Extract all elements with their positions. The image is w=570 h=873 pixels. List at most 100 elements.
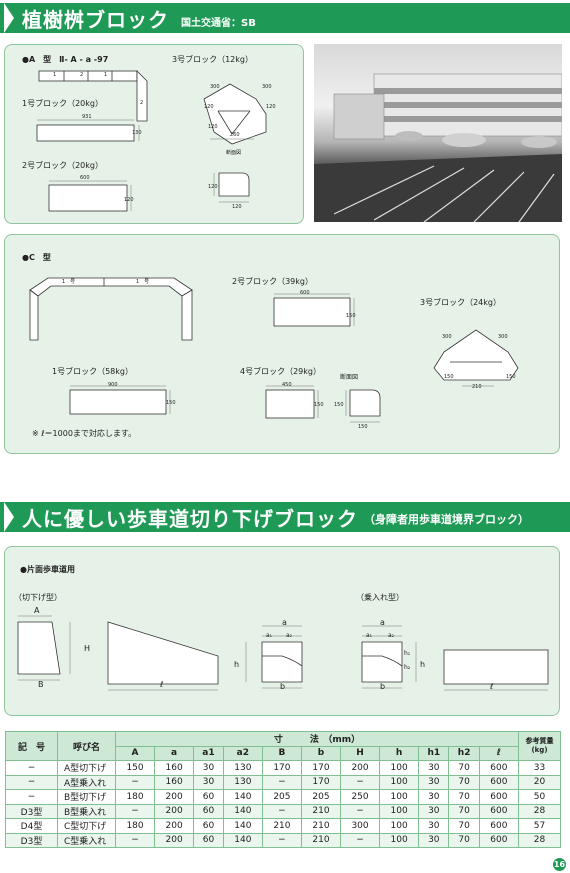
dim-label-a-ride: a <box>380 618 385 627</box>
dim-label-a2-ride: a₂ <box>388 632 395 639</box>
dim-931: 931 <box>82 114 92 120</box>
dim-c-150-sec-w: 150 <box>358 424 368 430</box>
table-cell: 60 <box>193 832 224 848</box>
th-dim-col: A <box>114 745 156 761</box>
type-a-drawings <box>36 70 267 212</box>
dim-c-150-right: 150 <box>506 374 516 380</box>
dim-300-right: 300 <box>262 84 272 90</box>
table-cell: 200 <box>154 789 195 805</box>
section2-title: 人に優しい歩車道切り下げブロック <box>22 506 358 531</box>
table-cell: − <box>339 803 381 819</box>
dim-c-150-b1: 150 <box>166 400 176 406</box>
dim-c-300-left: 300 <box>442 334 452 340</box>
dim-120: 120 <box>124 197 134 203</box>
parking-lot-photo <box>314 44 562 222</box>
th-dim-col: H <box>339 745 381 761</box>
table-cell: 60 <box>193 789 224 805</box>
type-a-block3-label: 3号ブロック（12kg） <box>172 55 253 64</box>
page-number: 16 <box>553 858 566 871</box>
table-cell: 170 <box>300 774 342 790</box>
ride-type-label: （乗入れ型） <box>356 593 404 602</box>
table-cell: 600 <box>478 774 520 790</box>
section-header-curb: 人に優しい歩車道切り下げブロック （身障者用歩車道境界ブロック） <box>0 502 570 532</box>
dim-c-150-b2: 150 <box>346 313 356 319</box>
table-cell: − <box>339 774 381 790</box>
table-cell: 100 <box>379 818 420 834</box>
type-c-heading: ●C 型 <box>22 253 51 262</box>
cell-code: D4型 <box>5 818 58 834</box>
table-cell: 30 <box>418 789 450 805</box>
type-c-section-label: 断面図 <box>340 374 359 381</box>
table-cell: 70 <box>448 818 480 834</box>
table-cell: 100 <box>379 760 420 776</box>
table-cell: − <box>114 803 156 819</box>
table-cell: 200 <box>339 760 381 776</box>
table-cell: 28 <box>518 832 561 848</box>
type-c-note: ※ ℓ＝1000まで対応します。 <box>32 429 137 438</box>
table-cell: − <box>261 803 302 819</box>
th-dim-col: a1 <box>193 745 224 761</box>
table-cell: 160 <box>154 774 195 790</box>
cell-name: B型切下げ <box>57 789 116 805</box>
dim-c-450: 450 <box>282 382 292 388</box>
frame-c-piece-a: 1 号 <box>62 279 76 285</box>
dim-c-210: 210 <box>472 384 482 390</box>
th-dim-col: h1 <box>418 745 450 761</box>
type-a-block1-label: 1号ブロック（20kg） <box>22 99 103 108</box>
dim-c-150-left: 150 <box>444 374 454 380</box>
table-cell: 130 <box>222 760 263 776</box>
dim-120-bottom-left: 120 <box>208 124 218 130</box>
cell-code: D3型 <box>5 832 58 848</box>
table-cell: 600 <box>478 789 520 805</box>
curb-heading: ●片面歩車道用 <box>20 565 75 574</box>
table-cell: 160 <box>154 760 195 776</box>
table-cell: 210 <box>300 818 342 834</box>
table-cell: 100 <box>379 832 420 848</box>
frame-d-piece-label: 2 <box>140 100 144 106</box>
cut-type-label: （切下げ型） <box>14 593 62 602</box>
section-title: 植樹桝ブロック <box>22 7 169 32</box>
table-cell: 60 <box>193 803 224 819</box>
table-cell: 30 <box>418 760 450 776</box>
table-cell: 140 <box>222 818 263 834</box>
dim-label-a2: a₂ <box>286 632 293 639</box>
dim-label-a1: a₁ <box>266 632 273 639</box>
type-a-block2-label: 2号ブロック（20kg） <box>22 161 103 170</box>
dim-label-b-ride: b <box>380 682 386 691</box>
table-cell: 600 <box>478 818 520 834</box>
th-dim-col: b <box>300 745 342 761</box>
table-cell: 33 <box>518 760 561 776</box>
section2-subtitle: （身障者用歩車道境界ブロック） <box>364 513 529 526</box>
frame-a-piece-label: 1 <box>53 72 57 78</box>
cell-name: C型乗入れ <box>57 832 116 848</box>
section-header-planter: 植樹桝ブロック 国土交通省：SB <box>0 3 570 33</box>
type-c-block4-label: 4号ブロック（29kg） <box>240 367 321 376</box>
cell-code: − <box>5 789 58 805</box>
table-cell: 600 <box>478 760 520 776</box>
th-code: 記 号 <box>5 731 58 761</box>
table-cell: 210 <box>300 832 342 848</box>
table-cell: 140 <box>222 789 263 805</box>
dim-260: 260 <box>230 132 240 138</box>
table-cell: 250 <box>339 789 381 805</box>
table-cell: 100 <box>379 774 420 790</box>
dim-130: 130 <box>132 130 142 136</box>
dim-c-600: 600 <box>300 290 310 296</box>
cell-name: A型切下げ <box>57 760 116 776</box>
table-cell: 180 <box>114 789 156 805</box>
dim-label-l: ℓ <box>160 680 164 689</box>
table-cell: 150 <box>114 760 156 776</box>
table-cell: 210 <box>261 818 302 834</box>
dim-label-B: B <box>38 680 44 689</box>
th-dim-col: ℓ <box>478 745 520 761</box>
dim-label-a: a <box>282 618 287 627</box>
table-cell: 205 <box>261 789 302 805</box>
th-dim-col: B <box>261 745 302 761</box>
table-cell: 200 <box>154 803 195 819</box>
type-c-drawings <box>29 277 519 423</box>
cell-code: D3型 <box>5 803 58 819</box>
dim-label-h-ride: h <box>420 660 426 669</box>
